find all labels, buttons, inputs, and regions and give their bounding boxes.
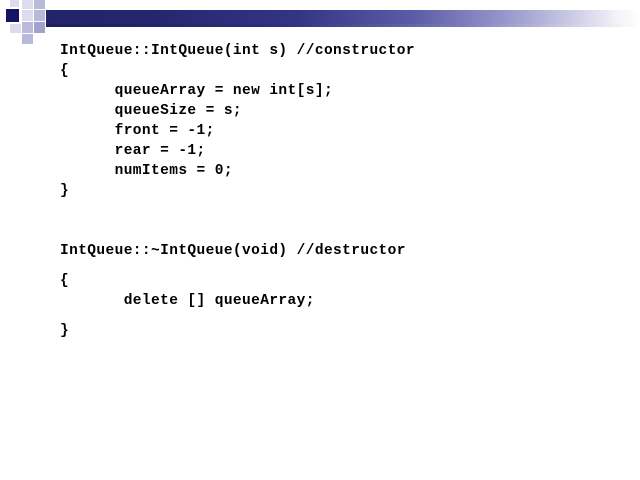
code-spacer	[60, 261, 620, 271]
header-gradient-bar	[46, 10, 640, 27]
code-line: }	[60, 183, 70, 199]
accent-square-pale-2	[22, 10, 33, 21]
code-line: rear = -1;	[60, 143, 206, 159]
accent-square-mid-1	[34, 22, 45, 33]
code-line: queueSize = s;	[60, 103, 243, 119]
accent-square-pale-1	[22, 0, 33, 9]
code-line: delete [] queueArray;	[60, 293, 315, 309]
code-line: {	[60, 63, 70, 79]
accent-square-light-4	[22, 34, 33, 44]
accent-square-dark	[6, 9, 19, 22]
code-block: IntQueue::IntQueue(int s) //constructor{…	[60, 41, 620, 341]
code-line: {	[60, 273, 70, 289]
accent-square-pale-3	[10, 22, 21, 33]
accent-square-light-2	[34, 10, 45, 21]
accent-square-light-3	[22, 22, 33, 33]
code-line: numItems = 0;	[60, 163, 233, 179]
code-line: queueArray = new int[s];	[60, 83, 334, 99]
header-gradient-underline	[46, 24, 640, 27]
code-spacer	[60, 311, 620, 321]
slide-header-decoration	[0, 0, 640, 44]
code-spacer	[60, 221, 620, 241]
code-spacer	[60, 201, 620, 221]
code-line: front = -1;	[60, 123, 215, 139]
accent-square-light-1	[34, 0, 45, 9]
accent-square-pale-4	[10, 0, 19, 8]
code-line: }	[60, 323, 70, 339]
code-line: IntQueue::IntQueue(int s) //constructor	[60, 43, 415, 59]
code-line: IntQueue::~IntQueue(void) //destructor	[60, 243, 406, 259]
